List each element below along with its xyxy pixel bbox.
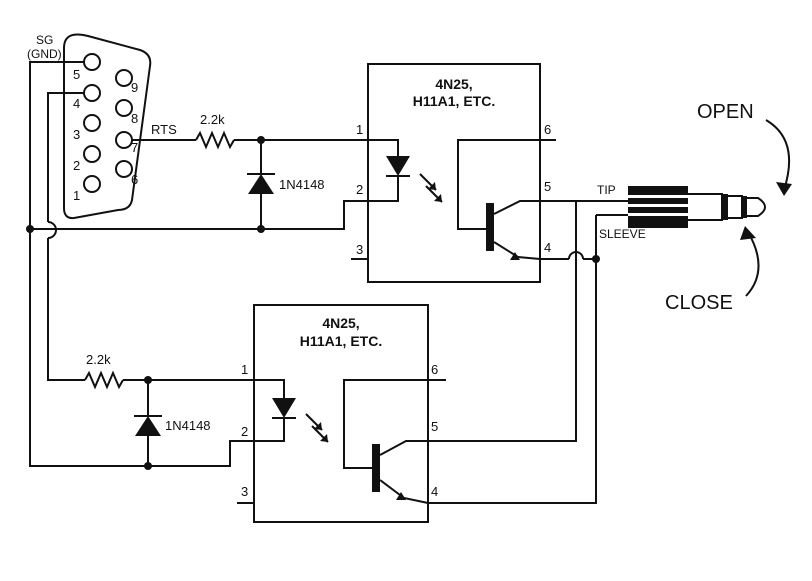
top-chip-pin-2: 2 bbox=[356, 182, 363, 197]
bottom-chip-pin-4: 4 bbox=[431, 484, 438, 499]
db9-pin-5-label: 5 bbox=[73, 67, 80, 82]
bottom-chip-title: 4N25, bbox=[322, 315, 359, 331]
top-diode bbox=[248, 174, 274, 194]
plug-sleeve bbox=[688, 193, 723, 221]
top-chip-title: 4N25, bbox=[435, 76, 472, 92]
close-annotation: CLOSE bbox=[665, 226, 760, 314]
top-chip-pin-3: 3 bbox=[356, 242, 363, 257]
db9-pin-5-hole bbox=[83, 53, 101, 71]
db9-pin-3-label: 3 bbox=[73, 127, 80, 142]
top-input-circuit: RTS 2.2k 1N4148 bbox=[132, 112, 368, 233]
db9-pin-7-label: 7 bbox=[131, 140, 138, 155]
top-chip-pin-1: 1 bbox=[356, 122, 363, 137]
db9-pin-1-hole bbox=[83, 175, 101, 193]
tip-label: TIP bbox=[597, 183, 616, 197]
db9-pin-7-hole bbox=[115, 131, 133, 149]
bottom-chip-pin-1: 1 bbox=[241, 362, 248, 377]
output-wiring: TIP SLEEVE bbox=[446, 183, 646, 504]
plug-ring bbox=[728, 195, 743, 219]
top-transistor bbox=[486, 203, 494, 251]
top-resistor-label: 2.2k bbox=[200, 112, 225, 127]
bottom-resistor bbox=[84, 370, 124, 390]
audio-plug bbox=[628, 186, 766, 228]
plug-tip bbox=[747, 197, 766, 217]
ground-label: SG bbox=[36, 33, 53, 47]
bottom-chip-subtitle: H11A1, ETC. bbox=[300, 333, 382, 349]
top-resistor bbox=[195, 130, 235, 150]
db9-pin-9-hole bbox=[115, 69, 133, 87]
bottom-chip-pin-6: 6 bbox=[431, 362, 438, 377]
db9-pin-1-label: 1 bbox=[73, 188, 80, 203]
top-optocoupler: 4N25, H11A1, ETC. 1 2 3 6 5 4 bbox=[351, 63, 556, 283]
bottom-transistor bbox=[372, 444, 380, 492]
db9-pin-4-label: 4 bbox=[73, 96, 80, 111]
db9-pin-8-label: 8 bbox=[131, 111, 138, 126]
bottom-chip-pin-5: 5 bbox=[431, 419, 438, 434]
open-label: OPEN bbox=[697, 101, 754, 123]
bottom-input-circuit: 2.2k 1N4148 bbox=[84, 352, 254, 470]
sleeve-label: SLEEVE bbox=[599, 227, 646, 241]
db9-pin-2-label: 2 bbox=[73, 158, 80, 173]
open-annotation: OPEN bbox=[697, 101, 792, 196]
close-arrow bbox=[745, 231, 760, 297]
db9-connector: 5 4 3 2 1 9 8 7 6 SG (GND) bbox=[27, 33, 152, 220]
ground-wiring bbox=[26, 61, 368, 467]
ground-junction bbox=[26, 225, 34, 233]
top-chip-pin-5: 5 bbox=[544, 179, 551, 194]
db9-shell bbox=[63, 33, 152, 220]
db9-pin-2-hole bbox=[83, 145, 101, 163]
db9-pin-3-hole bbox=[83, 114, 101, 132]
db9-pin-6-hole bbox=[115, 160, 133, 178]
ground-label-sub: (GND) bbox=[27, 47, 62, 61]
db9-pin-9-label: 9 bbox=[131, 80, 138, 95]
open-arrow bbox=[765, 119, 791, 191]
top-chip-pin-6: 6 bbox=[544, 122, 551, 137]
top-led bbox=[386, 156, 410, 176]
db9-pin-8-hole bbox=[115, 99, 133, 117]
close-label: CLOSE bbox=[665, 292, 733, 314]
bottom-diode bbox=[135, 416, 161, 436]
db9-pin-6-label: 6 bbox=[131, 172, 138, 187]
bottom-chip-pin-3: 3 bbox=[241, 484, 248, 499]
rts-label: RTS bbox=[151, 122, 177, 137]
top-diode-label: 1N4148 bbox=[279, 177, 325, 192]
db9-pin-4-hole bbox=[83, 84, 101, 102]
bottom-led bbox=[272, 398, 296, 418]
bottom-chip-pin-2: 2 bbox=[241, 424, 248, 439]
bottom-resistor-label: 2.2k bbox=[86, 352, 111, 367]
top-chip-pin-4: 4 bbox=[544, 240, 551, 255]
top-chip-subtitle: H11A1, ETC. bbox=[413, 93, 495, 109]
bottom-optocoupler: 4N25, H11A1, ETC. 1 2 3 6 5 4 bbox=[237, 304, 446, 523]
bottom-diode-label: 1N4148 bbox=[165, 418, 211, 433]
